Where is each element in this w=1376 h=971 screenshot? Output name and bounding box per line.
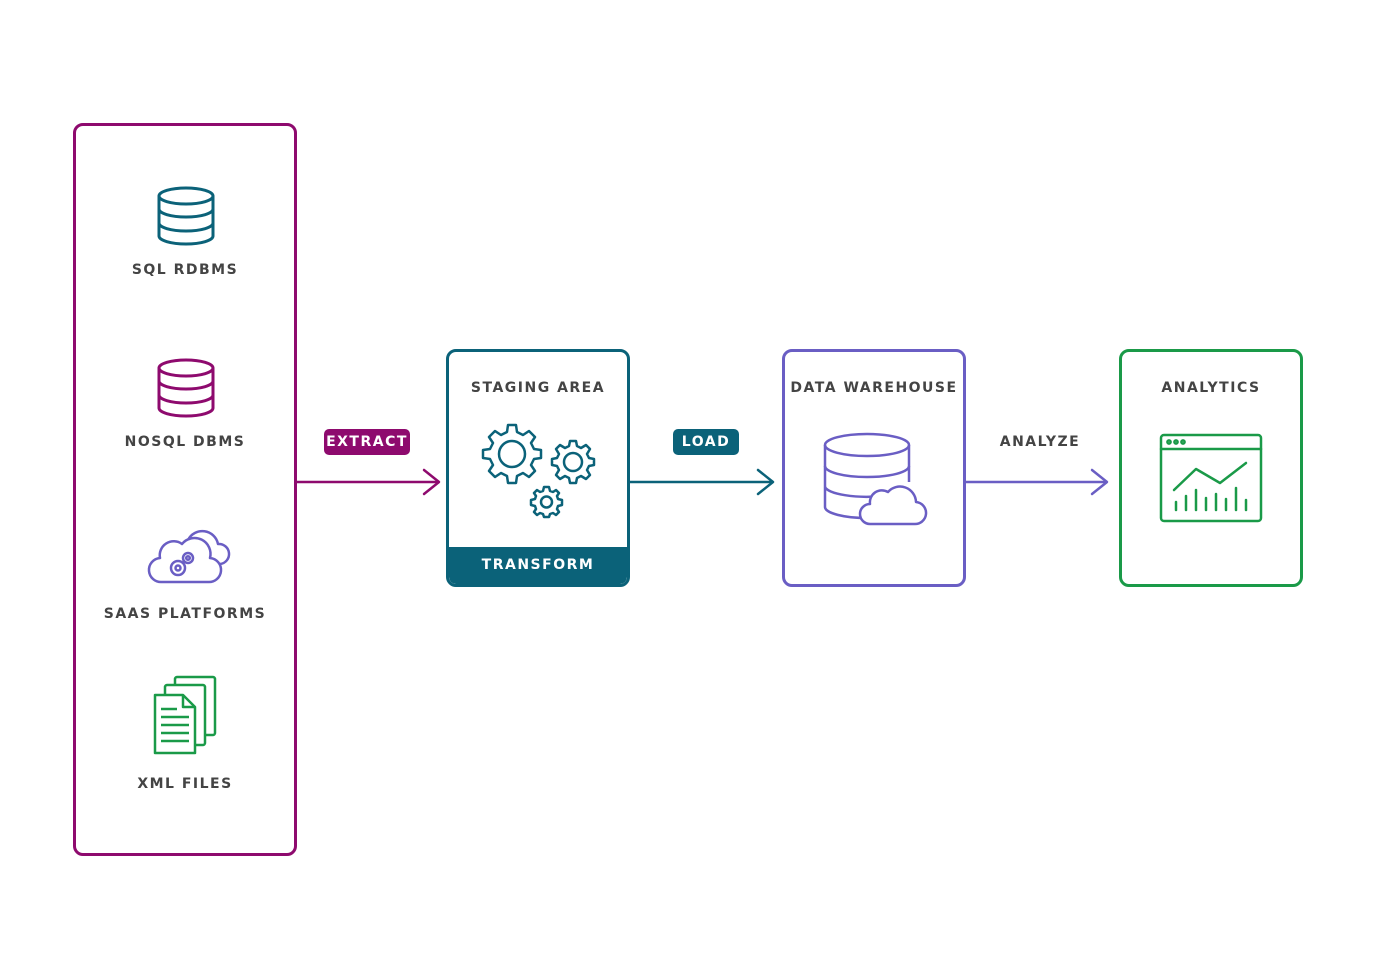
analyze-label: ANALYZE [999, 434, 1081, 450]
extract-label: EXTRACT [324, 429, 410, 455]
analyze-arrow [963, 468, 1109, 496]
extract-arrow [295, 468, 441, 496]
transform-band: TRANSFORM [449, 547, 627, 584]
load-label: LOAD [673, 429, 739, 455]
data-warehouse-title: DATA WAREHOUSE [790, 380, 958, 396]
source-label-sql-rdbms: SQL RDBMS [131, 262, 239, 278]
database-icon [157, 186, 215, 246]
staging-area-box: TRANSFORM [446, 349, 630, 587]
database-icon [157, 358, 215, 418]
staging-area-title: STAGING AREA [470, 380, 606, 396]
cloud-gears-icon [147, 529, 231, 584]
source-label-nosql-dbms: NOSQL DBMS [124, 434, 246, 450]
gears-icon [481, 423, 596, 519]
analytics-title: ANALYTICS [1161, 380, 1261, 396]
source-label-saas-platforms: SAAS PLATFORMS [103, 606, 267, 622]
analytics-box [1119, 349, 1303, 587]
load-arrow [628, 468, 775, 496]
documents-icon [153, 675, 217, 755]
data-warehouse-box [782, 349, 966, 587]
database-cloud-icon [823, 432, 928, 526]
source-label-xml-files: XML FILES [137, 776, 233, 792]
dashboard-chart-icon [1159, 433, 1263, 523]
